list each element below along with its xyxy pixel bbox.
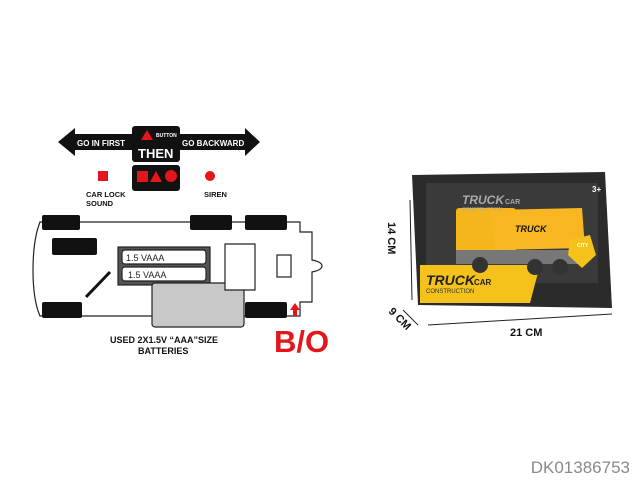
age-label: 3+ (592, 185, 601, 194)
front-brand: TRUCK (426, 272, 476, 288)
then-label: THEN (138, 146, 173, 161)
go-backward-label: GO BACKWARD (182, 139, 244, 148)
width-label: 21 CM (510, 327, 542, 339)
box-construction: CONSTRUCTION (462, 207, 503, 213)
sound-label: SOUND (86, 199, 114, 208)
depth-dimension-line (402, 309, 419, 326)
arrow-up-icon (290, 303, 300, 310)
direction-arrow: GO IN FIRST GO BACKWARD BUTTON THEN (58, 126, 260, 191)
battery-operated-label: B/O (274, 324, 329, 359)
box-brand: TRUCK (462, 193, 505, 207)
battery-note-line1: USED 2X1.5V “AAA”SIZE (110, 335, 218, 345)
siren-label: SIREN (204, 190, 227, 199)
height-dimension-line (409, 199, 413, 301)
go-in-first-label: GO IN FIRST (77, 139, 125, 148)
square-button-icon (137, 171, 148, 182)
button-label: BUTTON (156, 133, 177, 139)
watermark: DK01386753 (530, 458, 630, 477)
battery-note-line2: BATTERIES (138, 346, 188, 356)
car-lock-square-icon (98, 171, 108, 181)
front-brand-sub: CAR (474, 278, 492, 287)
dumper-truck-text: TRUCK (515, 224, 548, 234)
battery-cell-2: 1.5 VAAA (128, 270, 166, 280)
product-box (412, 172, 612, 308)
wheels (42, 215, 287, 318)
triangle-button-icon (150, 171, 162, 182)
chassis-diagram (32, 221, 323, 328)
width-dimension-line (427, 313, 613, 326)
city-badge: CITY (577, 243, 589, 249)
car-lock-label: CAR LOCK (86, 190, 126, 199)
triangle-button-icon (141, 130, 153, 140)
truck-dumper (490, 208, 585, 250)
screwdriver-icon (84, 270, 112, 299)
box-brand-sub: CAR (505, 199, 520, 206)
front-construction: CONSTRUCTION (426, 289, 474, 295)
depth-label: 9 CM (386, 306, 413, 333)
circle-button-icon (165, 170, 177, 182)
height-label: 14 CM (385, 222, 397, 254)
siren-circle-icon (205, 171, 215, 181)
battery-cell-1: 1.5 VAAA (126, 253, 164, 263)
